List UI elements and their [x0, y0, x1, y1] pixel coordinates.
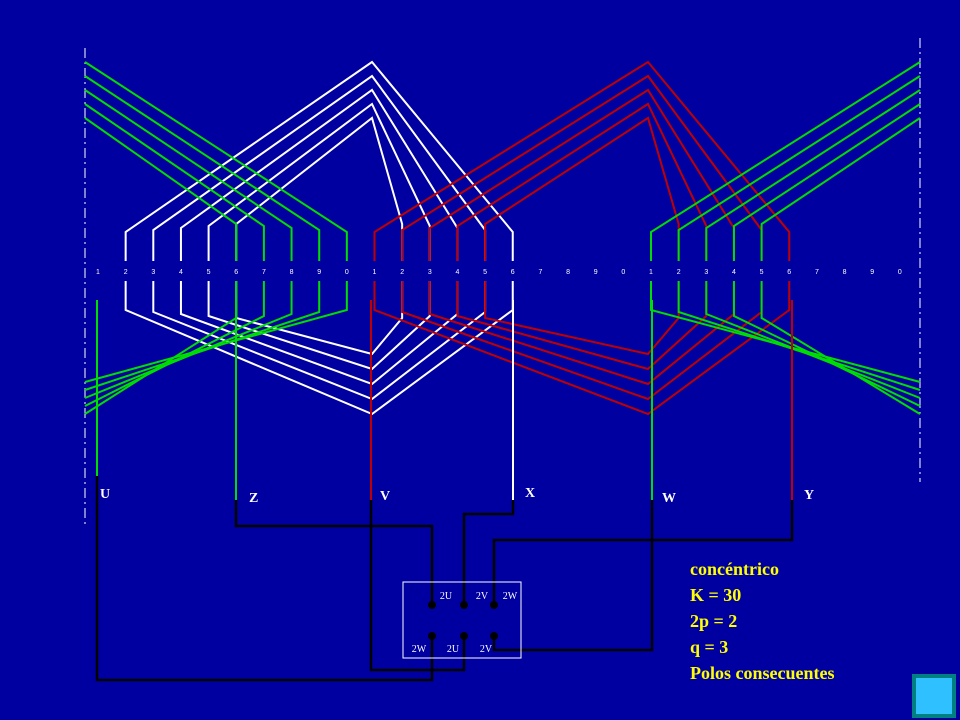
slot-number: 5	[483, 269, 487, 276]
next-slide-icon	[916, 678, 952, 714]
next-slide-button[interactable]	[912, 674, 956, 718]
stator-edge-lines	[84, 38, 921, 528]
slot-number: 1	[373, 269, 377, 276]
slot-number: 3	[704, 269, 708, 276]
slot-number: 4	[455, 269, 459, 276]
slot-number: 2	[124, 269, 128, 276]
coil-phase-w	[84, 89, 293, 261]
box-label-bottom-2: 2U	[447, 644, 460, 655]
coil-phase-w	[650, 61, 921, 261]
winding-specs: concéntrico K = 30 2p = 2 q = 3 Polos co…	[690, 556, 834, 686]
coil-phase-w	[84, 75, 321, 261]
box-label-bottom-1: 2W	[412, 644, 427, 655]
terminal-label-w: W	[662, 491, 676, 506]
slot-number: 9	[594, 269, 598, 276]
slot-number: 9	[317, 269, 321, 276]
coil-phase-v	[373, 60, 791, 261]
terminal-label-y: Y	[804, 488, 814, 503]
slot-number: 3	[151, 269, 155, 276]
spec-slots-per-pole-phase: q = 3	[690, 637, 729, 657]
slot-number: 5	[760, 269, 764, 276]
slot-number: 5	[207, 269, 211, 276]
coil-phase-w	[84, 103, 265, 261]
slot-number: 3	[428, 269, 432, 276]
slot-number: 0	[621, 269, 625, 276]
slot-number: 1	[649, 269, 653, 276]
coil-phase-v	[484, 281, 680, 356]
terminal-label-x: X	[525, 486, 535, 501]
slot-number: 8	[290, 269, 294, 276]
coil-phase-u	[124, 60, 514, 261]
slot-number: 7	[538, 269, 542, 276]
coil-phase-w	[677, 281, 921, 391]
coil-phase-v	[373, 281, 791, 416]
coil-phase-w	[760, 117, 921, 261]
slot-number: 1	[96, 269, 100, 276]
coil-phase-w	[760, 281, 921, 415]
coil-phase-w	[732, 103, 921, 261]
box-label-bottom-3: 2V	[480, 644, 493, 655]
slot-number: 8	[843, 269, 847, 276]
slot-number: 0	[345, 269, 349, 276]
coil-phase-w	[84, 61, 348, 261]
slot-number: 6	[234, 269, 238, 276]
slot-number: 6	[787, 269, 791, 276]
box-label-top-2: 2V	[476, 591, 489, 602]
coil-phase-w	[84, 281, 321, 391]
slot-number: 2	[677, 269, 681, 276]
terminal-label-u: U	[100, 487, 110, 502]
box-label-top-3: 2W	[503, 591, 518, 602]
slot-number: 7	[262, 269, 266, 276]
external-wiring	[95, 476, 794, 682]
spec-slots: K = 30	[690, 585, 742, 605]
slot-number: 9	[870, 269, 874, 276]
coil-phase-w	[705, 89, 921, 261]
box-label-top-1: 2U	[440, 591, 453, 602]
slot-number: 4	[179, 269, 183, 276]
slot-number: 4	[732, 269, 736, 276]
slot-number: 6	[511, 269, 515, 276]
slot-number: 7	[815, 269, 819, 276]
spec-poles: 2p = 2	[690, 611, 738, 631]
spec-type: concéntrico	[690, 559, 779, 579]
spec-pole-type: Polos consecuentes	[690, 663, 835, 683]
terminal-label-v: V	[380, 489, 390, 504]
coil-phase-w	[677, 75, 921, 261]
slot-number: 8	[566, 269, 570, 276]
terminal-box: 2U 2V 2W 2W 2U 2V	[402, 581, 522, 659]
coil-phase-v	[456, 102, 708, 261]
slot-number: 0	[898, 269, 902, 276]
coil-phase-w	[84, 117, 238, 261]
coil-phase-v	[428, 88, 735, 261]
terminal-label-z: Z	[249, 491, 258, 506]
slot-number: 2	[400, 269, 404, 276]
